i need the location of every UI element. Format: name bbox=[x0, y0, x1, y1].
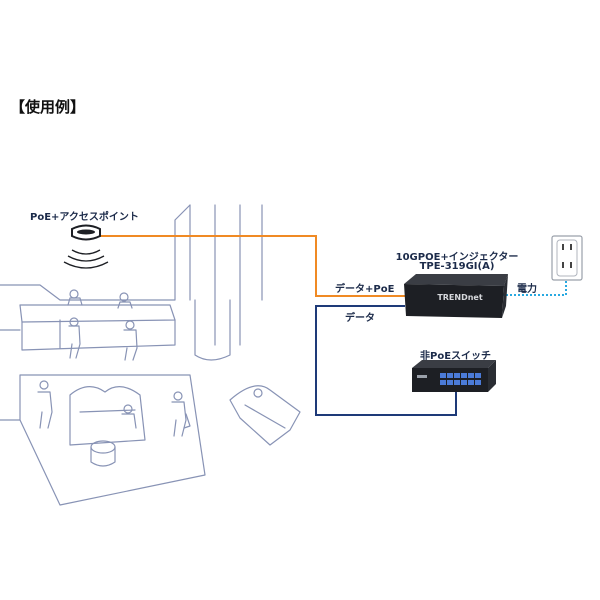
data-cable-line bbox=[315, 305, 457, 416]
ceiling-access-point-icon bbox=[63, 224, 109, 269]
network-switch-device-icon bbox=[412, 360, 496, 392]
data-poe-label: データ+PoE bbox=[335, 284, 395, 295]
access-point-label: PoE+アクセスポイント bbox=[30, 212, 139, 223]
injector-brand-text: TRENDnet bbox=[437, 293, 483, 302]
power-outlet-icon bbox=[551, 235, 583, 281]
data-label: データ bbox=[345, 313, 375, 324]
injector-title-label: 10GPOE+インジェクター bbox=[395, 252, 519, 263]
switch-label: 非PoEスイッチ bbox=[420, 351, 492, 362]
power-label: 電力 bbox=[517, 284, 537, 295]
office-sketch-illustration bbox=[0, 204, 301, 506]
poe-cable-line bbox=[97, 235, 405, 297]
injector-model-label: TPE-319GI(A) bbox=[419, 261, 495, 272]
switch-ports bbox=[440, 373, 481, 385]
poe-injector-device-icon: TRENDnet bbox=[404, 274, 508, 318]
page-heading: 【使用例】 bbox=[10, 98, 86, 116]
